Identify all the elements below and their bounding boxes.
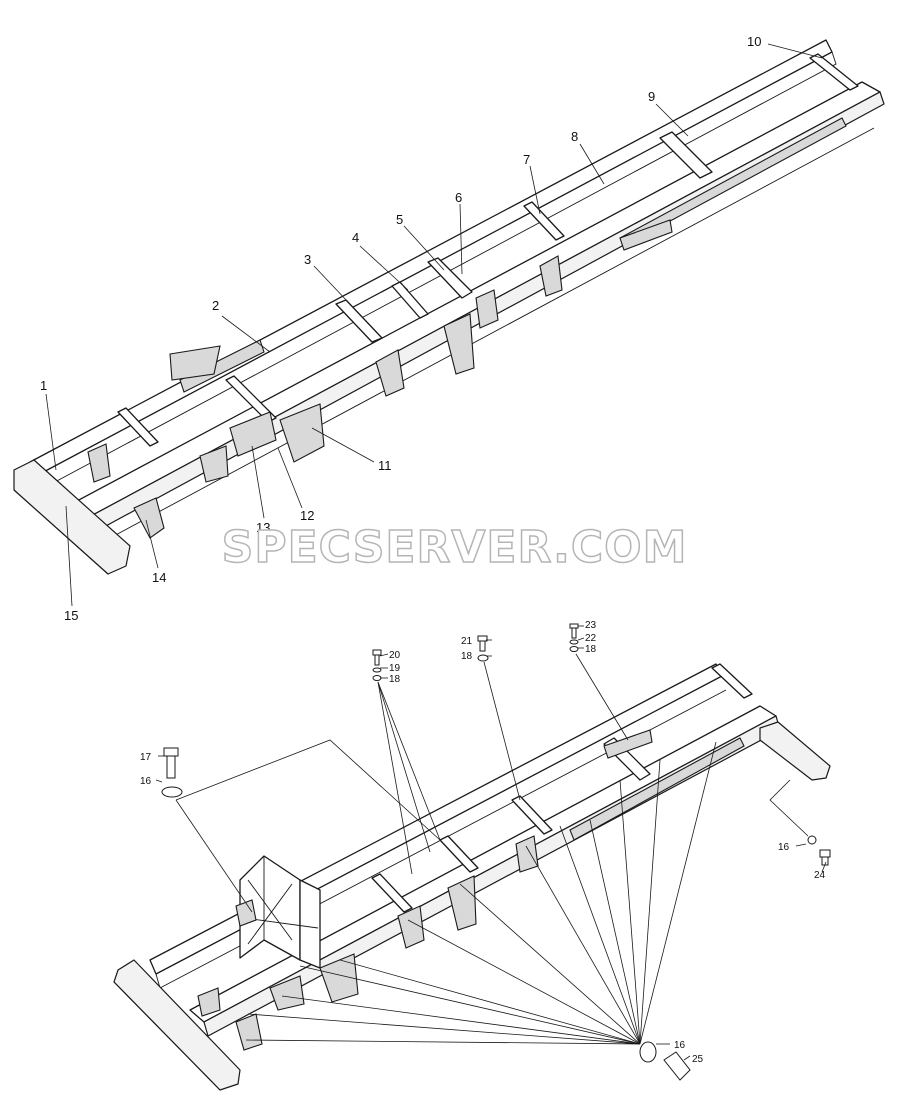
callout-4: 4	[352, 230, 359, 245]
bottom-far-rail	[149, 663, 723, 975]
top-front-bracket	[87, 443, 111, 483]
bolt-21-icon	[477, 635, 488, 642]
callout-15: 15	[64, 608, 78, 623]
fastener-group	[161, 623, 831, 1081]
bolt-25-icon	[663, 1051, 691, 1081]
top-crossmember-2	[225, 375, 277, 423]
callout-17: 17	[140, 752, 152, 763]
callout-25: 25	[692, 1054, 704, 1065]
bottom-callouts: 16 17 18 19 20 21 18 23 22 18 16 24 16 2…	[140, 620, 826, 1065]
top-spring-hanger-1	[375, 349, 405, 397]
top-crossmember-rear	[809, 53, 859, 91]
callout-16-right: 16	[778, 842, 790, 853]
callout-20: 20	[389, 650, 401, 661]
bottom-near-rail	[189, 705, 777, 1023]
top-far-rail	[29, 39, 833, 477]
bottom-side-strip	[569, 737, 745, 841]
top-crossmember-9	[659, 131, 713, 179]
callout-16-bottom: 16	[674, 1040, 686, 1051]
top-crossmember-7	[523, 201, 565, 241]
bottom-crossmember-2	[439, 835, 479, 873]
callout-18-c: 18	[585, 644, 597, 655]
bottom-crossmember-3	[511, 795, 553, 835]
callout-5: 5	[396, 212, 403, 227]
top-bracket-mid	[475, 289, 499, 329]
callout-24: 24	[814, 870, 826, 881]
bolt-17-icon	[163, 747, 179, 757]
nut-18b-icon	[477, 654, 489, 662]
top-bracket-12	[279, 403, 325, 463]
callout-21: 21	[461, 636, 473, 647]
bottom-bracket-front	[235, 1013, 263, 1051]
callout-8: 8	[571, 129, 578, 144]
callout-1: 1	[40, 378, 47, 393]
washer-22-icon	[569, 639, 579, 645]
top-frame-assembly	[13, 39, 885, 607]
washer-16-icon	[161, 786, 183, 798]
bottom-crossmember-1	[371, 873, 413, 913]
callout-18-b: 18	[461, 651, 473, 662]
top-crossmember-3	[335, 299, 383, 343]
nut-18a-icon	[372, 675, 382, 681]
callout-23: 23	[585, 620, 597, 631]
callout-19: 19	[389, 663, 401, 674]
bottom-crossmember-rear	[711, 663, 753, 699]
callout-22: 22	[585, 633, 597, 644]
callout-11: 11	[378, 458, 392, 473]
top-crossmember-5	[427, 257, 473, 299]
top-bracket-rear	[539, 255, 563, 297]
top-callouts: 1 2 3 4 5 6 7 8 9 10 11 12 13 14 15	[40, 34, 761, 623]
callout-13: 13	[256, 520, 270, 535]
top-crossmember-4	[391, 281, 429, 319]
washer-16c-icon	[639, 1041, 657, 1063]
bottom-leader-lines	[155, 625, 827, 1061]
top-spring-hanger-2	[443, 313, 475, 375]
top-near-rail	[59, 81, 881, 525]
callout-7: 7	[523, 152, 530, 167]
top-bracket-14	[133, 497, 165, 539]
bolt-24-icon	[819, 849, 831, 858]
bolt-23-icon	[569, 623, 579, 629]
callout-3: 3	[304, 252, 311, 267]
washer-19-icon	[372, 667, 382, 673]
callout-2: 2	[212, 298, 219, 313]
callout-9: 9	[648, 89, 655, 104]
washer-16b-icon	[807, 835, 817, 845]
bottom-rear-arm	[759, 721, 831, 781]
nut-18c-icon	[569, 646, 579, 652]
callout-16-left: 16	[140, 776, 152, 787]
callout-18-a: 18	[389, 674, 401, 685]
top-crossmember-1	[117, 407, 159, 447]
bottom-frame-assembly	[113, 623, 831, 1091]
callout-6: 6	[455, 190, 462, 205]
bolt-20-icon	[372, 649, 382, 656]
callout-14: 14	[152, 570, 166, 585]
callout-10: 10	[747, 34, 761, 49]
callout-12: 12	[300, 508, 314, 523]
top-leader-lines	[45, 43, 823, 607]
top-bracket-13	[229, 411, 277, 457]
